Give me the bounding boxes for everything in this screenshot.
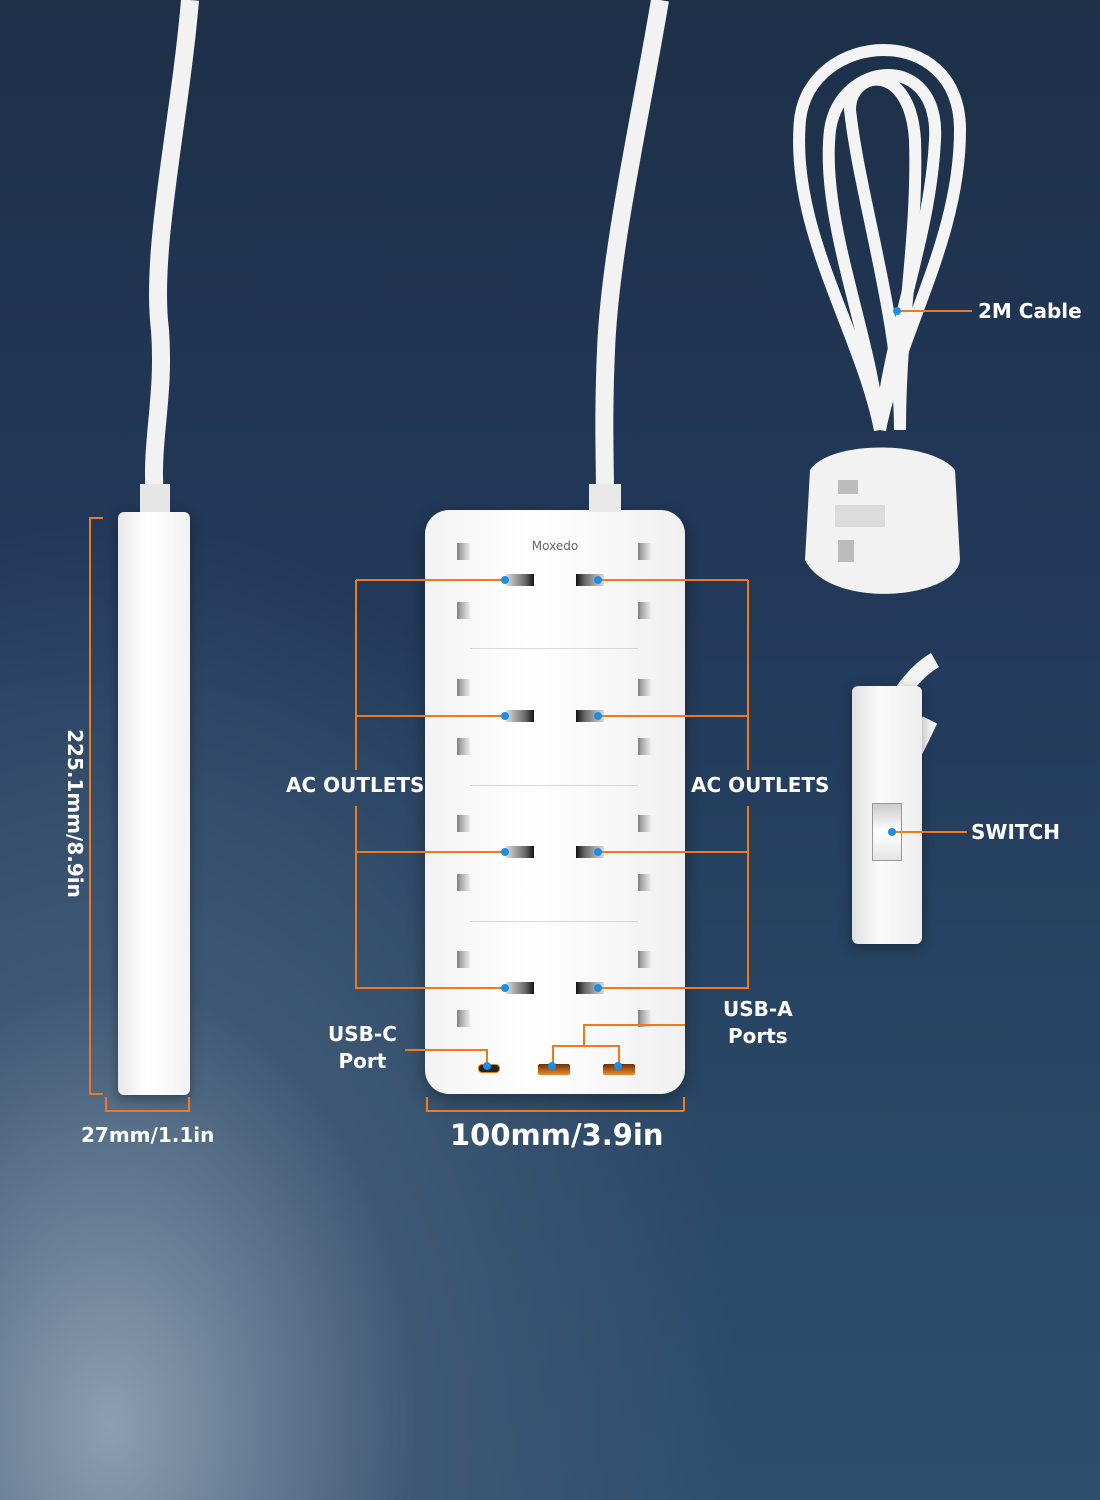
dimension-line: [89, 517, 103, 519]
usb-a-label-line1: USB-A: [723, 997, 793, 1021]
dimension-line: [426, 1097, 428, 1111]
earth-slot: [457, 951, 470, 968]
usb-c-label-line2: Port: [338, 1049, 387, 1073]
depth-dimension: 27mm/1.1in: [81, 1123, 215, 1147]
live-slot: [506, 846, 534, 858]
marker-dot: [594, 576, 602, 584]
earth-slot: [638, 815, 651, 832]
callout-line: [583, 1024, 585, 1046]
callout-line: [892, 831, 967, 833]
live-slot: [506, 710, 534, 722]
callout-line: [552, 1045, 619, 1047]
marker-dot: [888, 828, 896, 836]
divider: [470, 785, 638, 786]
side-plug-collar: [140, 484, 170, 512]
usb-c-label: USB-C Port: [328, 1021, 397, 1075]
callout-line: [356, 851, 506, 853]
width-dimension: 100mm/3.9in: [450, 1118, 664, 1152]
uk-plug: [805, 447, 960, 594]
callout-line: [598, 715, 748, 717]
marker-dot: [893, 307, 901, 315]
callout-line: [356, 715, 506, 717]
divider: [470, 921, 638, 922]
dimension-line: [188, 1097, 190, 1111]
earth-slot: [457, 815, 470, 832]
callout-line: [747, 806, 749, 989]
power-strip: [425, 510, 685, 1094]
marker-dot: [594, 848, 602, 856]
ac-outlets-label-right: AC OUTLETS: [691, 773, 830, 797]
callout-line: [552, 1045, 554, 1066]
marker-dot: [614, 1062, 622, 1070]
divider: [470, 648, 638, 649]
dimension-line: [426, 1110, 684, 1112]
ac-outlets-label-left: AC OUTLETS: [286, 773, 425, 797]
dimension-line: [683, 1097, 685, 1111]
callout-line: [747, 580, 749, 770]
live-slot: [506, 982, 534, 994]
earth-slot: [457, 1010, 470, 1027]
earth-slot: [638, 738, 651, 755]
earth-slot: [457, 543, 470, 560]
earth-slot: [638, 951, 651, 968]
callout-line: [355, 580, 357, 770]
callout-line: [598, 851, 748, 853]
usb-c-label-line1: USB-C: [328, 1022, 397, 1046]
marker-dot: [548, 1062, 556, 1070]
earth-slot: [638, 874, 651, 891]
dimension-line: [89, 517, 91, 1095]
callout-line: [486, 1049, 488, 1066]
dimension-line: [105, 1110, 190, 1112]
callout-line: [598, 987, 748, 989]
height-dimension: 225.1mm/8.9in: [62, 729, 87, 898]
earth-slot: [638, 679, 651, 696]
dimension-line: [89, 1093, 103, 1095]
callout-line: [356, 987, 506, 989]
earth-slot: [457, 874, 470, 891]
callout-line: [618, 1045, 620, 1066]
marker-dot: [501, 712, 509, 720]
earth-slot: [457, 738, 470, 755]
marker-dot: [594, 984, 602, 992]
marker-dot: [501, 848, 509, 856]
brand-logo: Moxedo: [531, 539, 579, 553]
usb-a-port[interactable]: [538, 1064, 570, 1075]
earth-slot: [457, 679, 470, 696]
marker-dot: [501, 984, 509, 992]
earth-slot: [638, 602, 651, 619]
dimension-line: [105, 1097, 107, 1111]
callout-line: [355, 806, 357, 989]
callout-line: [583, 1024, 685, 1026]
marker-dot: [594, 712, 602, 720]
coiled-cable: [793, 44, 967, 432]
callout-line: [356, 579, 506, 581]
usb-a-label: USB-A Ports: [723, 996, 793, 1050]
cable-length-label: 2M Cable: [978, 299, 1082, 323]
marker-dot: [501, 576, 509, 584]
callout-line: [598, 579, 748, 581]
callout-line: [405, 1049, 487, 1051]
callout-line: [897, 310, 972, 312]
usb-a-label-line2: Ports: [727, 1024, 788, 1048]
earth-slot: [457, 602, 470, 619]
side-view-strip: [118, 512, 190, 1095]
earth-slot: [638, 1010, 651, 1027]
earth-slot: [638, 543, 651, 560]
switch-label: SWITCH: [971, 820, 1060, 844]
cable-collar: [589, 484, 621, 512]
live-slot: [506, 574, 534, 586]
marker-dot: [483, 1062, 491, 1070]
